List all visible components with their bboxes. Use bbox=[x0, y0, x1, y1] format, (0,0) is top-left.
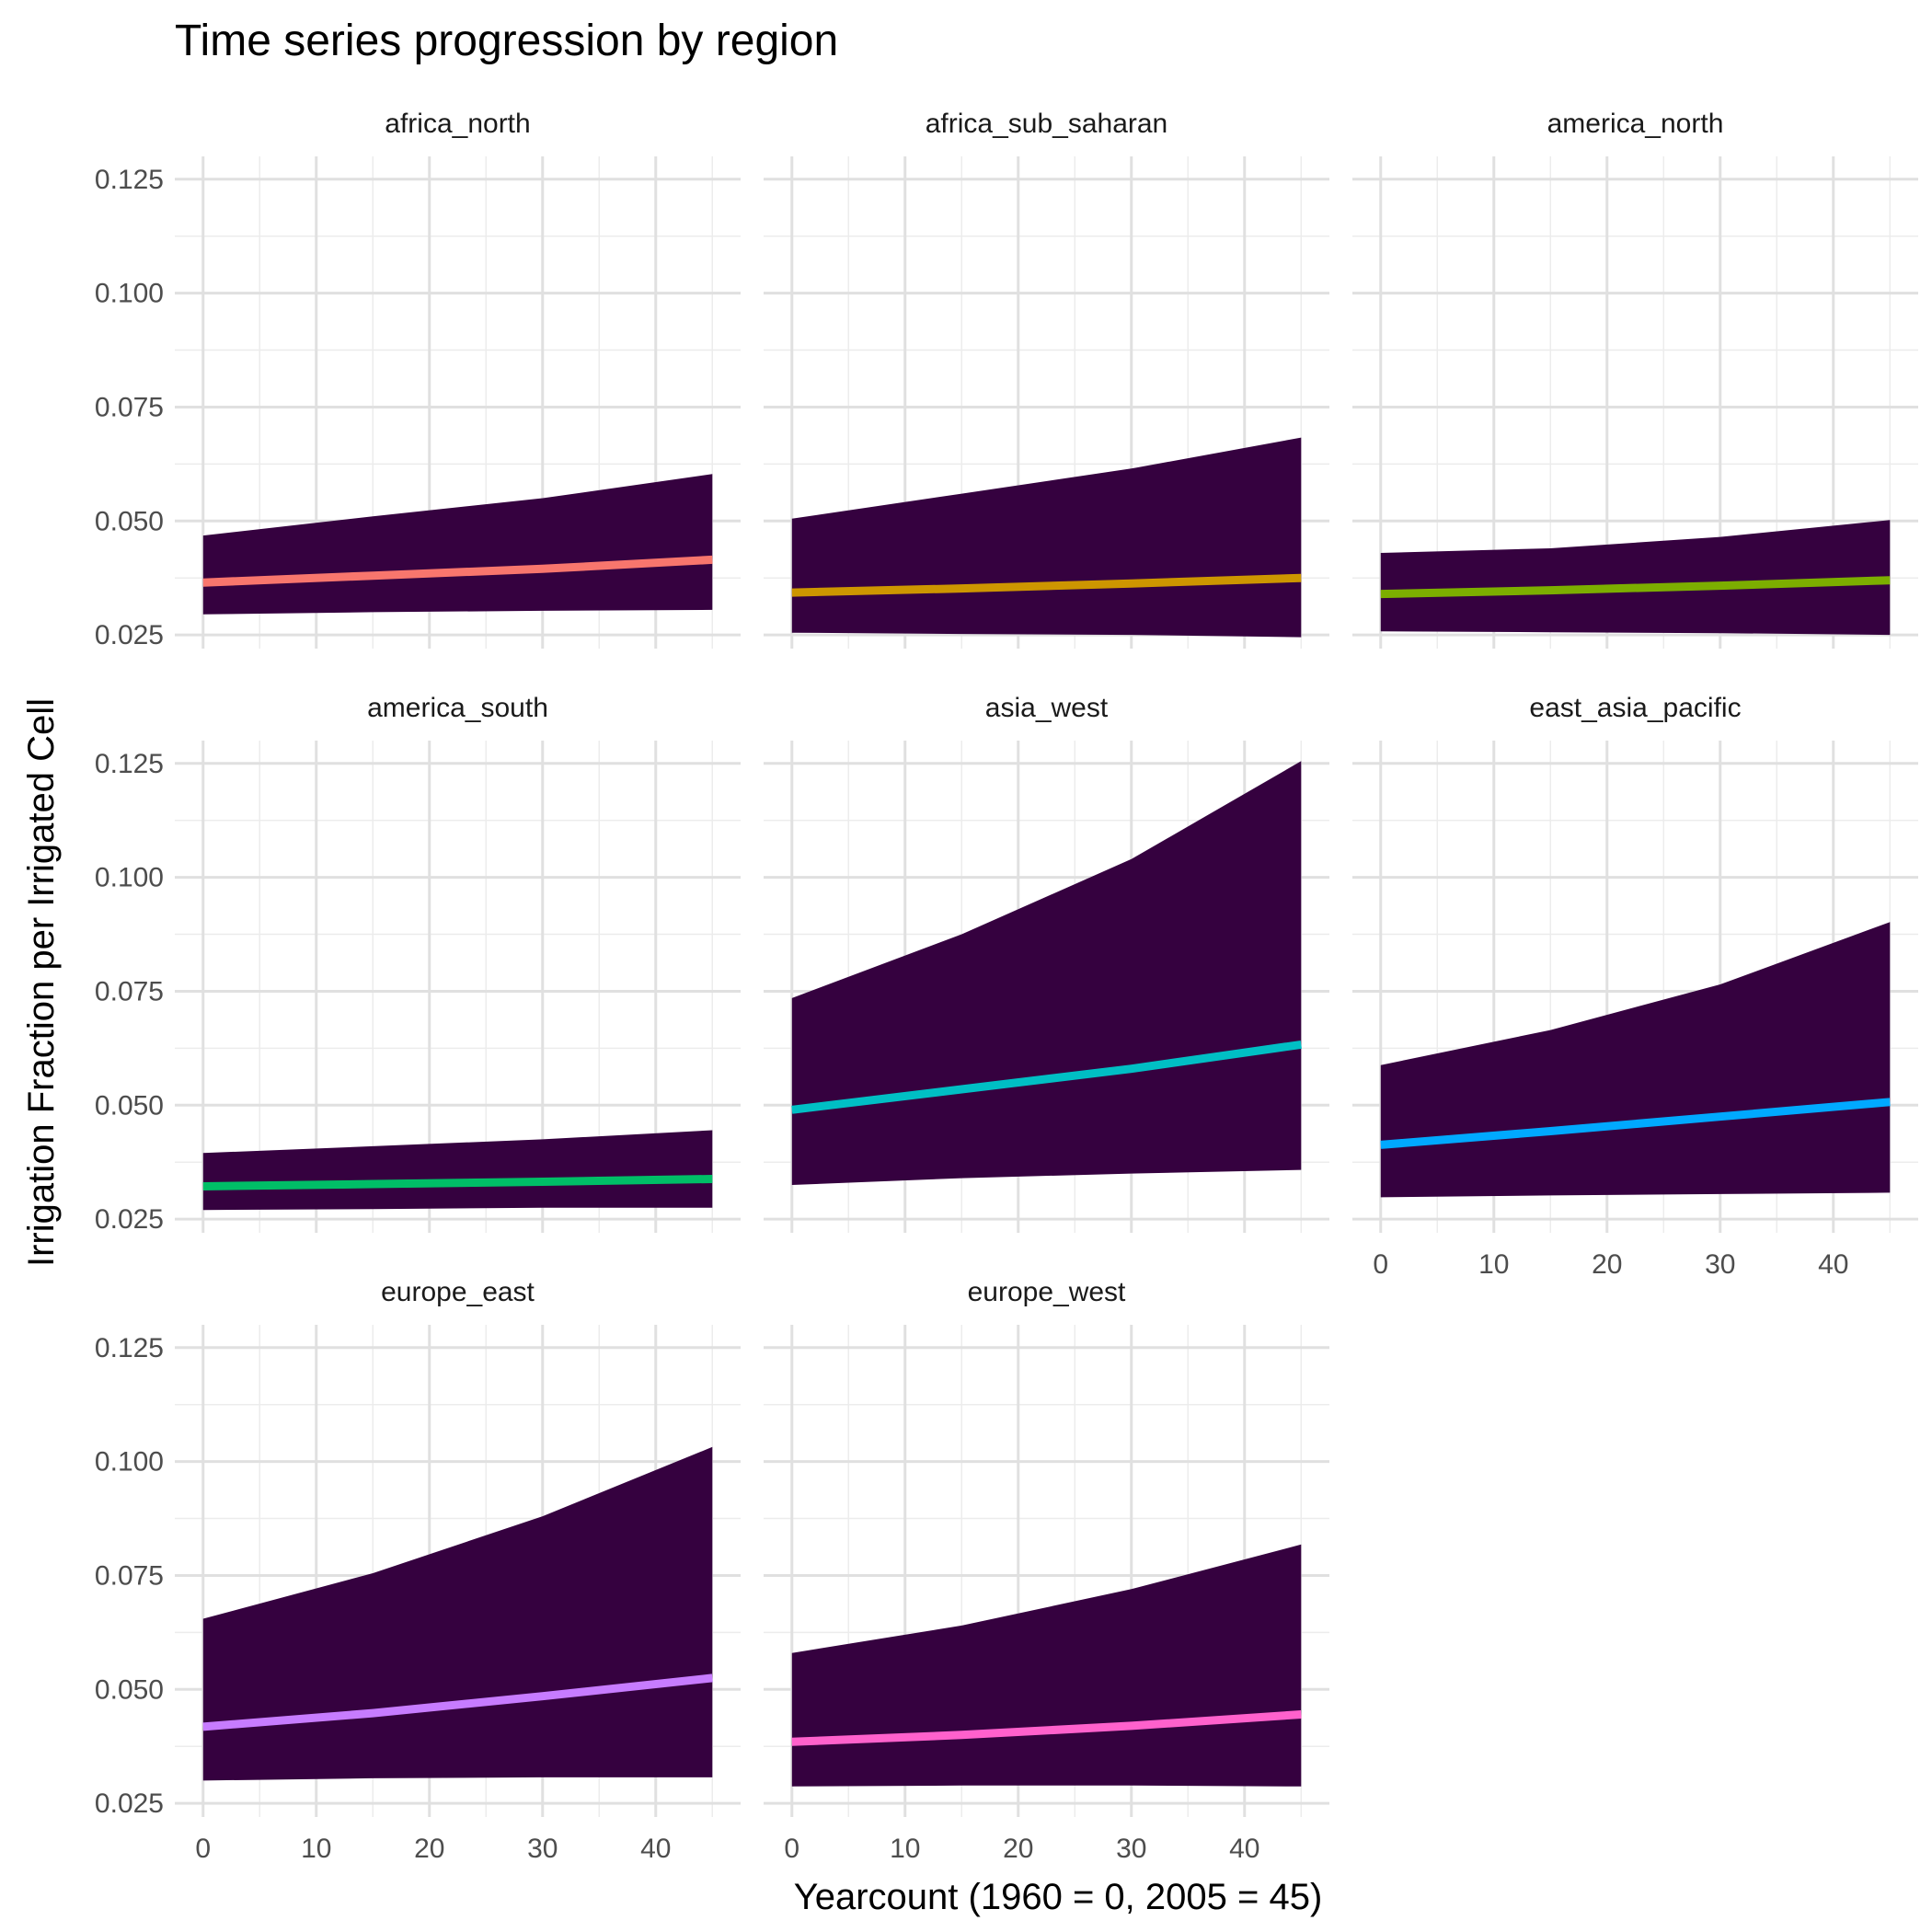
y-tick-label: 0.075 bbox=[95, 392, 164, 422]
x-tick-label: 40 bbox=[1818, 1249, 1848, 1280]
facet-panel-africa_sub_saharan: africa_sub_saharan bbox=[764, 109, 1329, 649]
y-tick-label: 0.125 bbox=[95, 1333, 164, 1363]
facet-strip-label: east_asia_pacific bbox=[1529, 693, 1741, 723]
facet-panel-asia_west: asia_west bbox=[764, 693, 1329, 1233]
facet-panel-africa_north: africa_north 0.025 0.050 0.075 0.100 0.125 bbox=[95, 109, 741, 650]
mean-line bbox=[202, 1175, 713, 1190]
x-tick-label: 40 bbox=[640, 1834, 671, 1864]
y-tick-label: 0.100 bbox=[95, 1447, 164, 1478]
x-tick-label: 20 bbox=[1592, 1249, 1622, 1280]
x-tick-label: 10 bbox=[301, 1834, 331, 1864]
y-tick-label: 0.050 bbox=[95, 506, 164, 536]
x-tick-label: 40 bbox=[1229, 1834, 1259, 1864]
confidence-ribbon bbox=[202, 1130, 713, 1211]
x-axis-title: Yearcount (1960 = 0, 2005 = 45) bbox=[794, 1877, 1323, 1917]
x-tick-label: 30 bbox=[1705, 1249, 1735, 1280]
y-tick-label: 0.100 bbox=[95, 279, 164, 309]
x-tick-label: 30 bbox=[1116, 1834, 1146, 1864]
confidence-ribbon bbox=[791, 761, 1302, 1185]
y-tick-label: 0.125 bbox=[95, 165, 164, 195]
panels: africa_north0.0250.0500.0750.1000.125afr… bbox=[95, 109, 1918, 1864]
y-tick-label: 0.050 bbox=[95, 1674, 164, 1705]
facet-panel-east_asia_pacific: east_asia_pacific 0 10 20 30 40 bbox=[1352, 693, 1918, 1280]
facet-panel-america_south: america_south 0.025 0.050 0.075 0.100 0.125 bbox=[95, 693, 741, 1235]
facet-strip-label: america_north bbox=[1547, 109, 1724, 139]
y-tick-label: 0.025 bbox=[95, 1204, 164, 1235]
y-tick-label: 0.050 bbox=[95, 1090, 164, 1121]
facet-strip-label: asia_west bbox=[985, 693, 1109, 723]
x-tick-label: 20 bbox=[1003, 1834, 1033, 1864]
confidence-ribbon bbox=[202, 1446, 713, 1781]
y-tick-label: 0.125 bbox=[95, 749, 164, 779]
confidence-ribbon bbox=[791, 1544, 1302, 1787]
y-tick-label: 0.025 bbox=[95, 1788, 164, 1819]
facet-strip-label: europe_west bbox=[968, 1277, 1126, 1307]
x-tick-label: 10 bbox=[1478, 1249, 1509, 1280]
mean-line bbox=[791, 1040, 1302, 1114]
mean-line bbox=[202, 555, 713, 587]
mean-line bbox=[791, 573, 1302, 597]
facet-panel-europe_west: europe_west 0 10 20 30 40 bbox=[764, 1277, 1329, 1864]
x-tick-label: 0 bbox=[1373, 1249, 1388, 1280]
x-tick-label: 0 bbox=[784, 1834, 799, 1864]
x-tick-label: 10 bbox=[890, 1834, 920, 1864]
y-tick-label: 0.100 bbox=[95, 863, 164, 893]
x-tick-label: 20 bbox=[414, 1834, 444, 1864]
facet-panel-america_north: america_north bbox=[1352, 109, 1918, 649]
y-tick-label: 0.075 bbox=[95, 976, 164, 1006]
facet-strip-label: america_south bbox=[367, 693, 548, 723]
facet-strip-label: africa_sub_saharan bbox=[926, 109, 1168, 139]
confidence-ribbon bbox=[1380, 922, 1891, 1198]
confidence-ribbon bbox=[1380, 520, 1891, 636]
facet-strip-label: europe_east bbox=[381, 1277, 535, 1307]
chart-title: Time series progression by region bbox=[175, 17, 838, 65]
confidence-ribbon bbox=[791, 437, 1302, 638]
mean-line bbox=[202, 1673, 713, 1731]
y-tick-label: 0.075 bbox=[95, 1560, 164, 1591]
y-axis-title: Irrigation Fraction per Irrigated Cell bbox=[21, 698, 62, 1267]
x-tick-label: 0 bbox=[195, 1834, 211, 1864]
facet-strip-label: africa_north bbox=[385, 109, 530, 139]
mean-line bbox=[1380, 576, 1891, 599]
y-tick-label: 0.025 bbox=[95, 620, 164, 650]
x-tick-label: 30 bbox=[527, 1834, 558, 1864]
facet-panel-europe_east: europe_east 0.025 0.050 0.075 0.100 0.125 0 10 2… bbox=[95, 1277, 741, 1864]
mean-line bbox=[1380, 1098, 1891, 1149]
mean-line bbox=[791, 1710, 1302, 1746]
confidence-ribbon bbox=[202, 474, 713, 615]
